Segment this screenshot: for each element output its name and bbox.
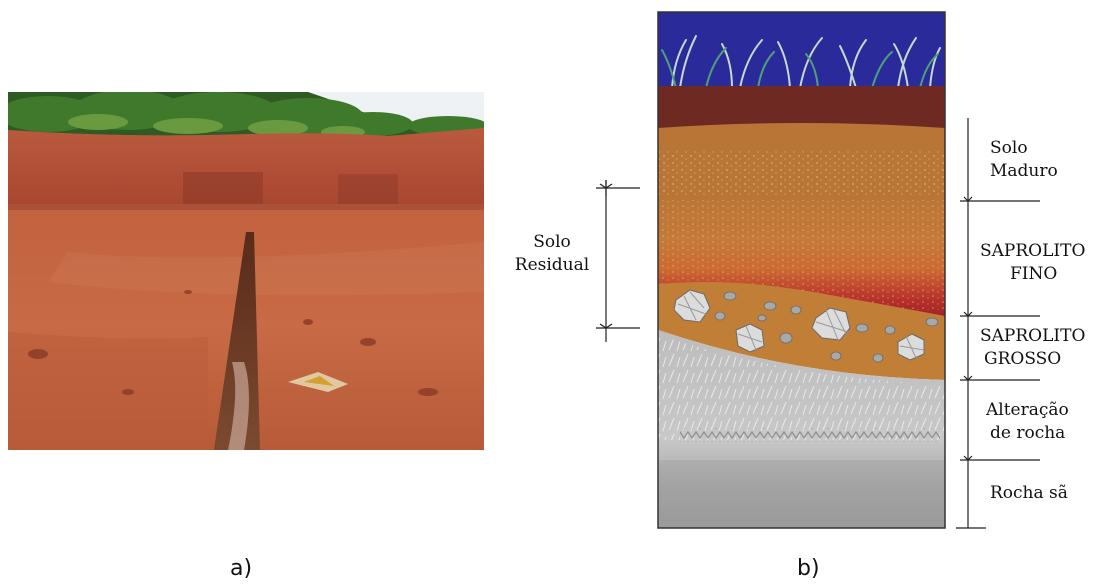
profile-column bbox=[658, 12, 945, 528]
layer-label-solo-maduro-1: Solo bbox=[990, 138, 1028, 158]
sound-rock-layer bbox=[658, 460, 945, 528]
solo-residual-label-2: Residual bbox=[515, 255, 589, 275]
grass-icon bbox=[661, 35, 941, 89]
solo-residual-bracket bbox=[596, 180, 640, 342]
layer-label-alteracao-1: Alteração bbox=[985, 400, 1069, 420]
layer-label-saprolito-fino-1: SAPROLITO bbox=[980, 241, 1085, 261]
layer-label-alteracao-2: de rocha bbox=[990, 423, 1065, 443]
right-scale bbox=[956, 118, 1040, 529]
pebbles bbox=[714, 291, 939, 363]
soil-excavation-photo bbox=[8, 92, 484, 450]
caption-a: a) bbox=[230, 556, 253, 581]
boulders bbox=[673, 289, 925, 361]
layer-label-rocha-sa: Rocha sã bbox=[990, 483, 1068, 503]
caption-b: b) bbox=[797, 556, 820, 581]
soil-profile-diagram: Solo Residual Solo Maduro SAPROLITO FINO… bbox=[515, 11, 1085, 529]
layer-label-saprolito-grosso-2: GROSSO bbox=[984, 349, 1061, 369]
layer-label-saprolito-fino-2: FINO bbox=[1010, 264, 1057, 284]
solo-residual-label-1: Solo bbox=[533, 232, 571, 252]
layer-label-saprolito-grosso-1: SAPROLITO bbox=[980, 326, 1085, 346]
layer-label-solo-maduro-2: Maduro bbox=[990, 161, 1058, 181]
column-border bbox=[657, 11, 946, 529]
coarse-saprolite-layer bbox=[658, 282, 945, 380]
